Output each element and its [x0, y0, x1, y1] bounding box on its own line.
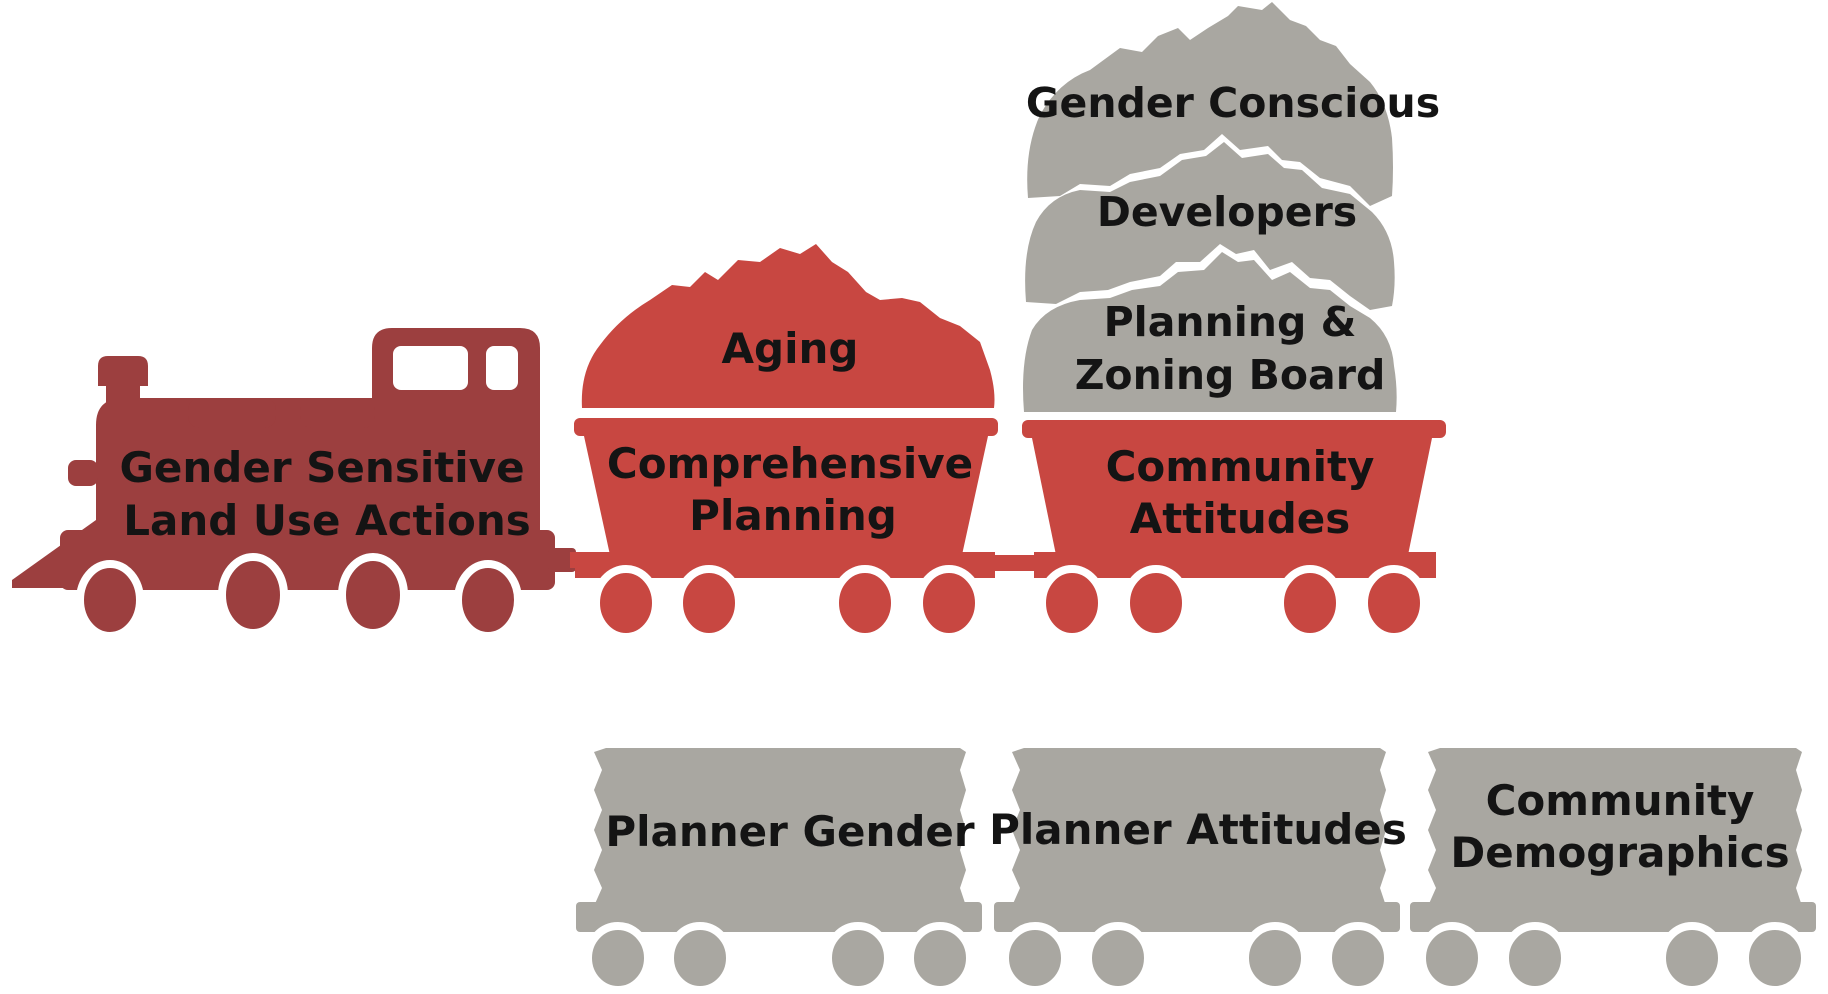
wheel: [915, 565, 983, 641]
wheel: [675, 565, 743, 641]
car1-label-line1: Comprehensive: [607, 439, 973, 488]
locomotive-label-line1: Gender Sensitive: [119, 443, 524, 492]
side-car-planner-gender: [576, 748, 982, 994]
wheel: [338, 553, 408, 637]
wheel: [906, 922, 974, 994]
load-label-aging: Aging: [722, 324, 859, 373]
wheel: [1038, 565, 1106, 641]
side-car-label-planner-gender: Planner Gender: [605, 807, 975, 856]
locomotive-dome: [188, 398, 276, 428]
wheel: [1741, 922, 1809, 994]
locomotive-label-line2: Land Use Actions: [123, 496, 531, 545]
wheel: [1241, 922, 1309, 994]
side-car-community-demographics: [1410, 748, 1816, 994]
wheel: [584, 922, 652, 994]
planning-zoning-board-load: [1023, 252, 1397, 412]
wheel: [1658, 922, 1726, 994]
locomotive-chimney: [106, 380, 140, 420]
wheel: [1360, 565, 1428, 641]
side-car-label-planner-attitudes: Planner Attitudes: [989, 805, 1407, 854]
wheel: [1418, 922, 1486, 994]
wheel: [592, 565, 660, 641]
side-car-body: [1012, 748, 1386, 906]
wheel: [1122, 565, 1190, 641]
wheel: [831, 565, 899, 641]
car2-label-line2: Attitudes: [1130, 494, 1351, 543]
wheel: [666, 922, 734, 994]
wheel: [454, 560, 522, 640]
side-car-body: [594, 748, 966, 906]
load-label-gender-conscious: Gender Conscious: [1026, 79, 1440, 127]
side-car-label-community-line1: Community: [1486, 776, 1755, 825]
side-car-body: [1428, 748, 1802, 906]
aging-load: [581, 244, 995, 408]
car-comprehensive-planning: [574, 244, 1036, 641]
wheel: [1324, 922, 1392, 994]
wheel: [76, 560, 144, 640]
car2-label-line1: Community: [1106, 442, 1375, 491]
car-community-attitudes: [1022, 2, 1446, 641]
side-car-planner-attitudes: [994, 748, 1400, 994]
load-label-developers: Developers: [1097, 188, 1357, 236]
wheel: [1001, 922, 1069, 994]
side-car-label-community-line2: Demographics: [1450, 828, 1789, 877]
car-tub: [1032, 438, 1432, 555]
gender-conscious-load: [1027, 2, 1393, 206]
wheel: [1276, 565, 1344, 641]
load-label-planning-line1: Planning &: [1104, 298, 1357, 346]
car1-label-line2: Planning: [689, 491, 897, 540]
car-tub: [584, 436, 988, 555]
wheel: [218, 553, 288, 637]
locomotive-window: [393, 346, 468, 390]
locomotive-wheels: [76, 553, 522, 640]
load-label-planning-line2: Zoning Board: [1075, 351, 1386, 399]
wheel: [824, 922, 892, 994]
wheel: [1501, 922, 1569, 994]
locomotive-chassis: [60, 530, 555, 590]
wheel: [1084, 922, 1152, 994]
locomotive-boiler: [96, 398, 372, 545]
developers-load: [1025, 142, 1395, 310]
